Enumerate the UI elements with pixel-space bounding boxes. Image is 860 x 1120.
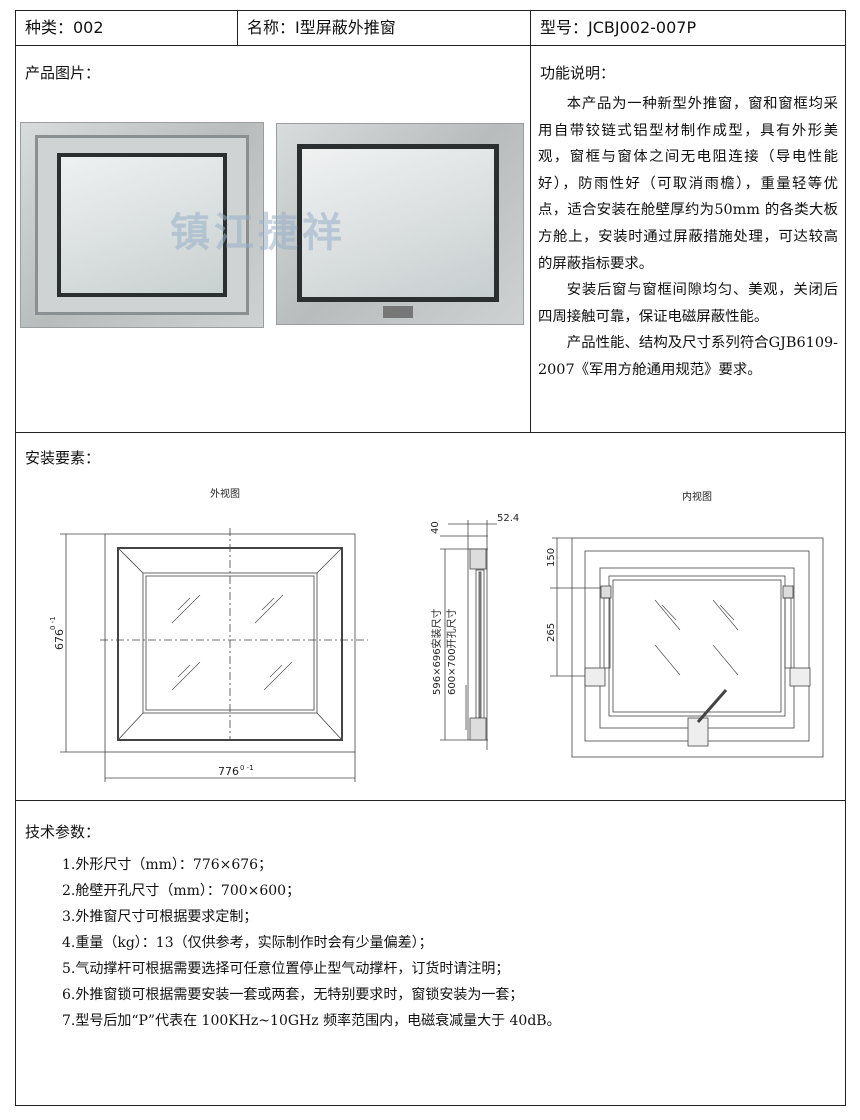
param-item: 3.外推窗尺寸可根据要求定制； [62, 909, 258, 925]
dim-install-size: 596×696安装尺寸 [430, 608, 443, 695]
category-label: 种类：002 [25, 18, 104, 37]
dim-265: 265 [546, 623, 557, 642]
param-item: 5.气动撑杆可根据需要选择可任意位置停止型气动撑杆，订货时请注明； [62, 961, 510, 977]
photo-label: 产品图片： [25, 64, 101, 82]
function-label: 功能说明： [540, 64, 616, 82]
tech-params-list: 1.外形尺寸（mm）：776×676； 2.舱壁开孔尺寸（mm）：700×600… [62, 852, 561, 1034]
dim-height: 676 [53, 629, 66, 650]
function-description: 本产品为一种新型外推窗，窗和窗框均采用自带铰链式铝型材制作成型，具有外形美观，窗… [538, 91, 838, 384]
dim-40: 40 [430, 521, 441, 534]
product-photo-exterior [20, 122, 264, 328]
watermark: 镇江捷祥 [170, 210, 346, 256]
dim-52-4: 52.4 [497, 513, 519, 524]
desc-paragraph: 本产品为一种新型外推窗，窗和窗框均采用自带铰链式铝型材制作成型，具有外形美观，窗… [538, 96, 838, 272]
dim-height-tolerance: 0 -1 [49, 616, 57, 630]
param-item: 1.外形尺寸（mm）：776×676； [62, 857, 273, 873]
product-photo-interior [276, 123, 524, 325]
dim-width-tolerance: 0 -1 [240, 764, 254, 772]
param-item: 6.外推窗锁可根据需要安装一套或两套，无特别要求时，窗锁安装为一套； [62, 987, 524, 1003]
install-label: 安装要素： [25, 449, 101, 467]
model-number: 型号：JCBJ002-007P [540, 18, 697, 37]
install-cell [15, 432, 846, 801]
outer-view-title: 外视图 [210, 487, 240, 500]
dim-hole-size: 600×700开孔尺寸 [445, 608, 458, 695]
dim-width: 776 [218, 765, 239, 778]
param-item: 4.重量（kg）：13（仅供参考，实际制作时会有少量偏差）； [62, 935, 433, 951]
product-name: 名称：Ⅰ型屏蔽外推窗 [247, 18, 396, 37]
desc-paragraph: 产品性能、结构及尺寸系列符合GJB6109-2007《军用方舱通用规范》要求。 [538, 335, 838, 378]
dim-150: 150 [546, 548, 557, 567]
param-item: 7.型号后加“P”代表在 100KHz~10GHz 频率范围内，电磁衰减量大于 … [62, 1013, 561, 1029]
inner-view-title: 内视图 [682, 490, 712, 503]
param-item: 2.舱壁开孔尺寸（mm）：700×600； [62, 883, 301, 899]
desc-paragraph: 安装后窗与窗框间隙均匀、美观，关闭后四周接触可靠，保证电磁屏蔽性能。 [538, 282, 838, 325]
inner-view-frame [571, 537, 824, 758]
tech-label: 技术参数： [25, 823, 101, 841]
